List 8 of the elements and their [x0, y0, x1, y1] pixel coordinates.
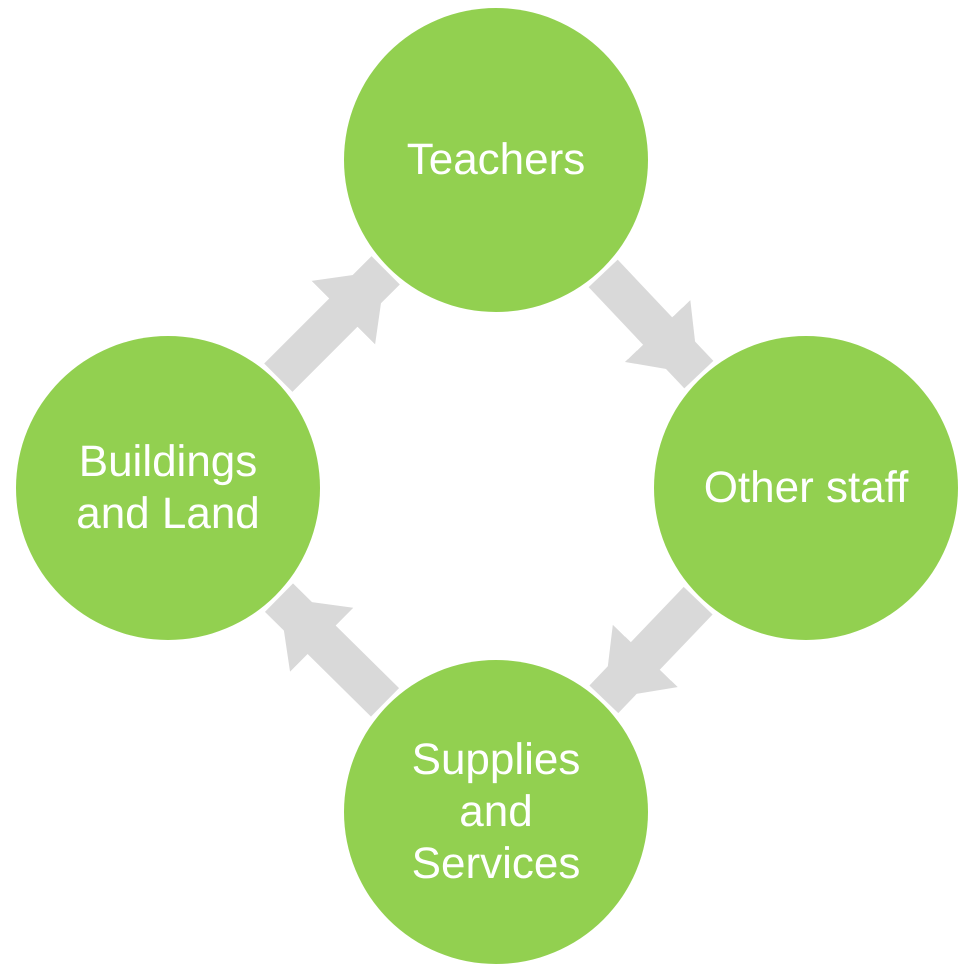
node-label: Supplies and Services: [410, 734, 582, 890]
node-label: Teachers: [406, 134, 586, 186]
node-label: Buildings and Land: [75, 436, 261, 540]
block-arrow: [264, 583, 400, 717]
node-label: Other staff: [704, 462, 908, 514]
block-arrow: [589, 586, 713, 714]
block-arrow: [264, 256, 400, 392]
block-arrow: [588, 260, 714, 388]
